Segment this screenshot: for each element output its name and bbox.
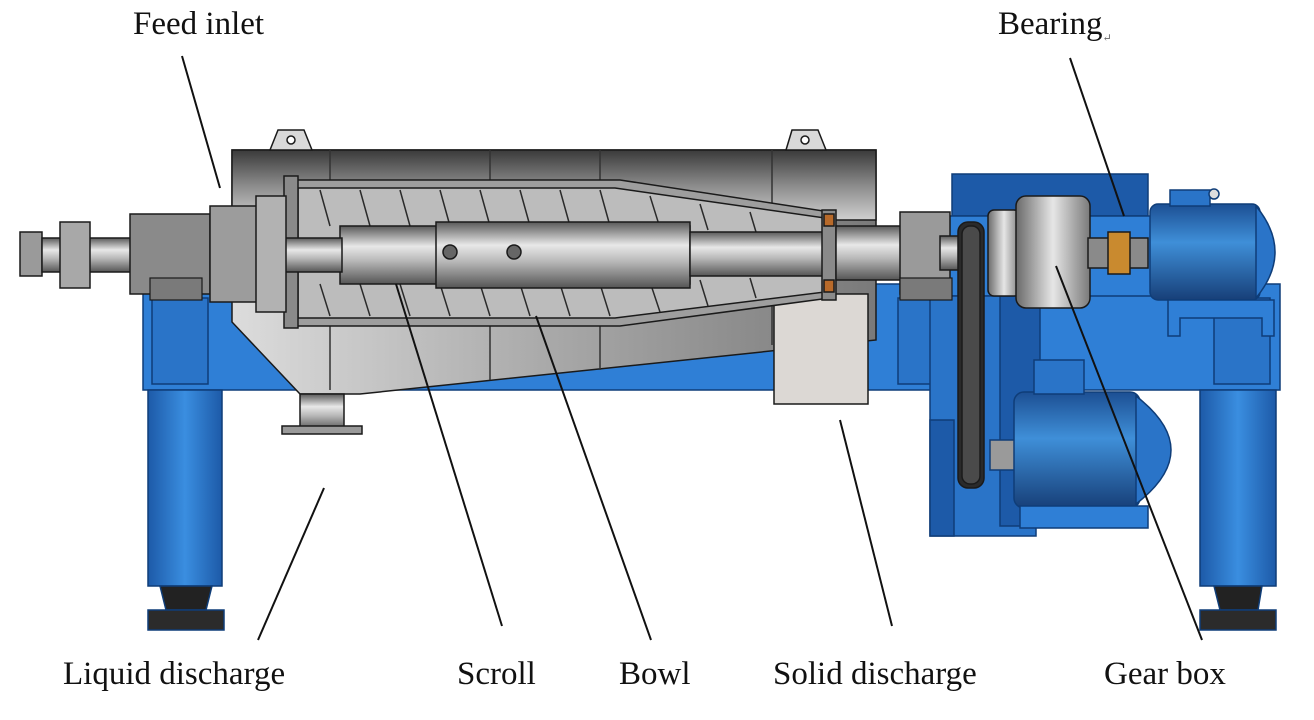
leader-feed-inlet [181, 55, 221, 189]
liquid-discharge-pipe [281, 393, 363, 435]
label-solid-discharge: Solid discharge [773, 656, 977, 692]
leader-lines [181, 55, 1203, 641]
solid-discharge-chute [773, 293, 869, 405]
main-motor [989, 359, 1172, 529]
leader-solid-discharge [839, 419, 893, 627]
label-gear-box: Gear box [1104, 656, 1226, 692]
label-bearing: Bearing↵ [998, 8, 1112, 45]
bearing-housings [149, 277, 953, 301]
paragraph-mark: ↵ [1102, 32, 1112, 45]
leader-liquid-discharge [257, 487, 325, 641]
feed-tube-shaft [19, 195, 971, 313]
belt-drive [957, 221, 985, 489]
label-liquid-discharge: Liquid discharge [63, 656, 286, 692]
upper-motor [1149, 188, 1276, 337]
label-bowl: Bowl [619, 656, 691, 692]
leader-bowl [535, 315, 652, 641]
scroll-flights [319, 189, 757, 317]
label-scroll: Scroll [457, 656, 536, 692]
leader-gear-box [1055, 265, 1203, 641]
right-leg [1199, 389, 1277, 587]
label-bearing-text: Bearing [998, 6, 1103, 42]
leader-scroll [395, 283, 503, 627]
label-feed-inlet: Feed inlet [133, 6, 265, 42]
bowl-section [283, 175, 837, 329]
left-leg [147, 389, 223, 587]
gear-box [987, 195, 1149, 309]
leader-bearing [1069, 57, 1125, 217]
